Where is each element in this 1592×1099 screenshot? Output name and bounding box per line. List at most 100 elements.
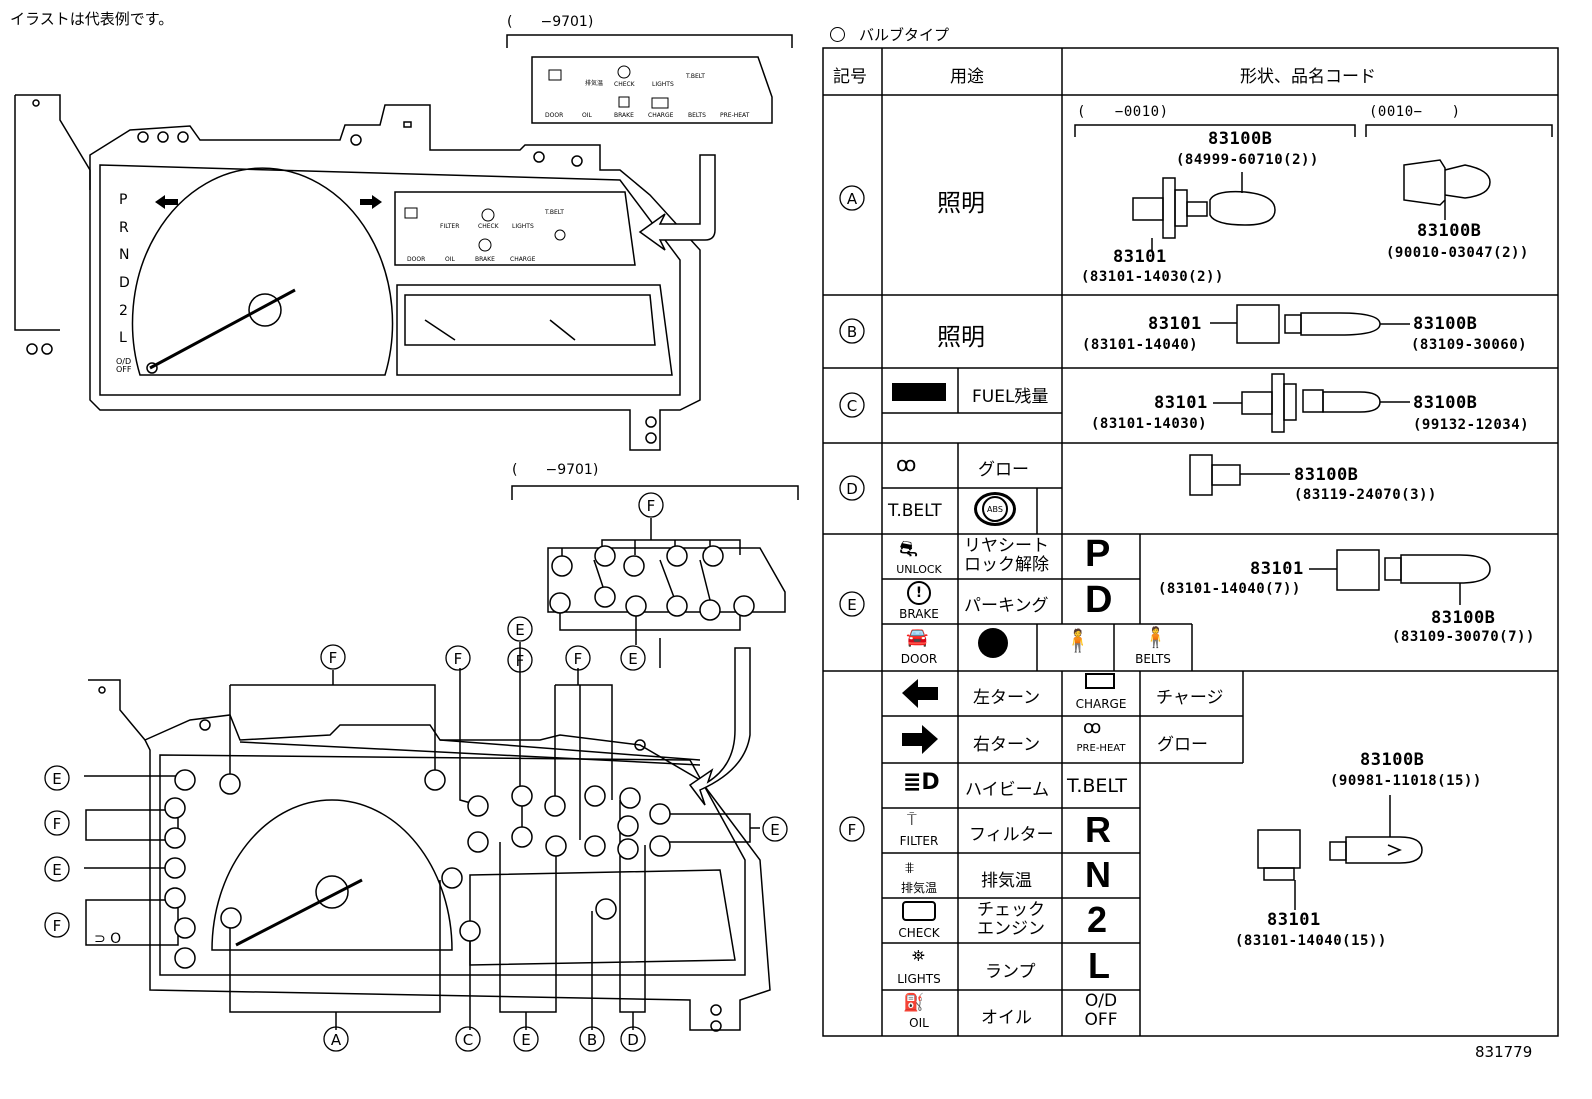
part-c-bulb: 83100B	[1413, 393, 1478, 413]
turn-arrows	[902, 679, 938, 754]
svg-text:LIGHTS: LIGHTS	[652, 81, 674, 88]
svg-text:D: D	[627, 1031, 639, 1049]
svg-text:F: F	[516, 652, 525, 670]
usage-d-glow: グロー	[978, 460, 1029, 480]
code-b-socket: (83101-14040)	[1082, 337, 1199, 353]
abs-icon: ABS	[974, 492, 1016, 526]
svg-text:CHECK: CHECK	[614, 81, 636, 88]
symbol-f: F	[848, 821, 857, 839]
code-c-socket: (83101-14030)	[1091, 416, 1208, 432]
shift-r-label: R	[1085, 809, 1111, 850]
meter-cluster-top	[14, 94, 701, 451]
lights-icon: ⛯	[912, 946, 925, 965]
symbol-c: C	[847, 397, 857, 415]
svg-text:BELTS: BELTS	[688, 112, 706, 119]
code-e-bulb: (83109-30070(7))	[1392, 629, 1535, 645]
code-a-left-bulb: (84999-60710(2))	[1176, 152, 1319, 168]
svg-text:CHECK: CHECK	[478, 223, 500, 230]
part-c-socket: 83101	[1154, 393, 1208, 413]
symbol-a: A	[847, 190, 858, 208]
svg-text:FILTER: FILTER	[440, 223, 459, 230]
usage-f-glow: グロー	[1157, 735, 1208, 755]
part-e-bulb: 83100B	[1431, 608, 1496, 628]
code-d-bulb: (83119-24070(3))	[1294, 487, 1437, 503]
usage-d-tbelt: T.BELT	[888, 501, 942, 521]
svg-text:T.BELT: T.BELT	[544, 209, 564, 216]
shift-letters: P R N D 2 L O/D OFF	[116, 192, 132, 374]
symbol-b: B	[847, 323, 857, 341]
fuel-gauge-bar	[892, 383, 946, 401]
svg-text:F: F	[329, 649, 338, 667]
preheat-label: PRE-HEAT	[1076, 743, 1126, 754]
part-a-left-bulb: 83100B	[1208, 129, 1273, 149]
part-d-bulb: 83100B	[1294, 465, 1359, 485]
svg-text:2: 2	[119, 303, 128, 319]
parking-brake-icon: !	[907, 581, 931, 605]
svg-text:D: D	[119, 275, 130, 291]
range-a-right: (0010− )	[1369, 104, 1461, 120]
usage-f-check-engine: チェック エンジン	[977, 900, 1045, 939]
left-turn-icon	[902, 679, 938, 708]
oil-can-icon: ⛽	[903, 993, 925, 1013]
svg-text:F: F	[454, 650, 463, 668]
document-code: 831779	[1475, 1043, 1533, 1061]
svg-text:排気温: 排気温	[585, 79, 603, 87]
pointer-arrow-icon	[688, 647, 751, 806]
right-turn-icon	[902, 725, 938, 754]
range-a-left: ( −0010)	[1077, 104, 1169, 120]
svg-text:E: E	[628, 650, 637, 668]
svg-text:E: E	[770, 821, 779, 839]
svg-text:OIL: OIL	[582, 112, 592, 119]
warning-panel-inset: 排気温 CHECK LIGHTS T.BELT DOOR OIL BRAKE C…	[531, 56, 773, 124]
belts-label: BELTS	[1135, 652, 1171, 666]
range-label-top: ( −9701)	[507, 14, 593, 30]
usage-f-exhaust: 排気温	[981, 871, 1032, 891]
svg-text:⊃ O: ⊃ O	[94, 931, 121, 947]
svg-text:E: E	[52, 861, 61, 879]
usage-a: 照明	[937, 189, 985, 217]
shift-2-label: 2	[1087, 899, 1108, 940]
right-turn-arrow-icon	[360, 195, 382, 209]
svg-text:F: F	[53, 917, 62, 935]
col-symbol: 記号	[833, 67, 867, 87]
check-label: CHECK	[898, 926, 940, 940]
code-c-bulb: (99132-12034)	[1413, 417, 1530, 433]
glow-icon: ꝏ	[896, 452, 916, 476]
svg-text:F: F	[647, 497, 656, 515]
airbag-icon	[978, 628, 1008, 658]
circle-bullet-icon	[830, 27, 845, 42]
check-engine-icon	[902, 901, 936, 921]
svg-text:BRAKE: BRAKE	[475, 256, 495, 263]
code-e-socket: (83101-14040(7))	[1158, 581, 1301, 597]
svg-text:L: L	[119, 330, 127, 346]
usage-e-unlock: リヤシート ロック解除	[964, 536, 1049, 575]
range-label-bottom: ( −9701)	[512, 462, 598, 478]
meter-diagram: ( −9701) 排気温 CHECK LIGHTS T.BELT DOOR OI…	[14, 14, 799, 1052]
usage-c: FUEL残量	[972, 387, 1049, 407]
part-f-socket: 83101	[1267, 910, 1321, 930]
svg-text:F: F	[574, 650, 583, 668]
usage-e-brake: パーキング	[964, 596, 1049, 616]
svg-text:PRE-HEAT: PRE-HEAT	[720, 112, 750, 119]
svg-text:CHARGE: CHARGE	[648, 112, 674, 119]
svg-text:E: E	[52, 770, 61, 788]
unlock-label: UNLOCK	[896, 563, 942, 576]
preheat-icon: ꝏ	[1083, 717, 1101, 738]
brake-label: BRAKE	[899, 607, 939, 621]
illustration-note: イラストは代表例です。	[10, 10, 174, 28]
left-turn-arrow-icon	[155, 195, 178, 209]
code-a-right-bulb: (90010-03047(2))	[1386, 245, 1529, 261]
svg-text:P: P	[119, 192, 127, 208]
exhaust-label: 排気温	[900, 881, 937, 895]
shift-p-label: P	[1085, 533, 1111, 575]
usage-f-lamp: ランプ	[985, 962, 1036, 982]
belts-icon: 🧍	[1143, 625, 1168, 649]
svg-text:DOOR: DOOR	[407, 256, 425, 263]
code-f-bulb: (90981-11018(15))	[1330, 773, 1482, 789]
door-label: DOOR	[900, 652, 938, 666]
svg-text:DOOR: DOOR	[545, 112, 563, 119]
oil-label: OIL	[909, 1016, 929, 1030]
usage-f-right-turn: 右ターン	[973, 735, 1041, 755]
